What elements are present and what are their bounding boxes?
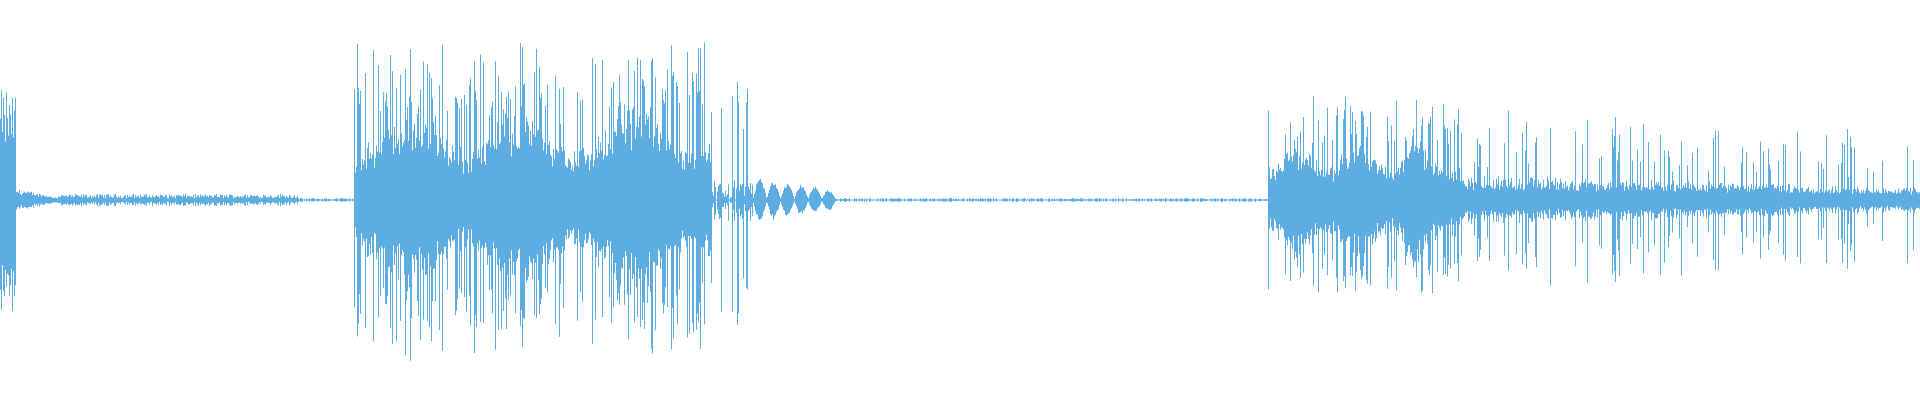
- waveform-trace: [0, 42, 1920, 361]
- waveform-bars: [0, 42, 1920, 361]
